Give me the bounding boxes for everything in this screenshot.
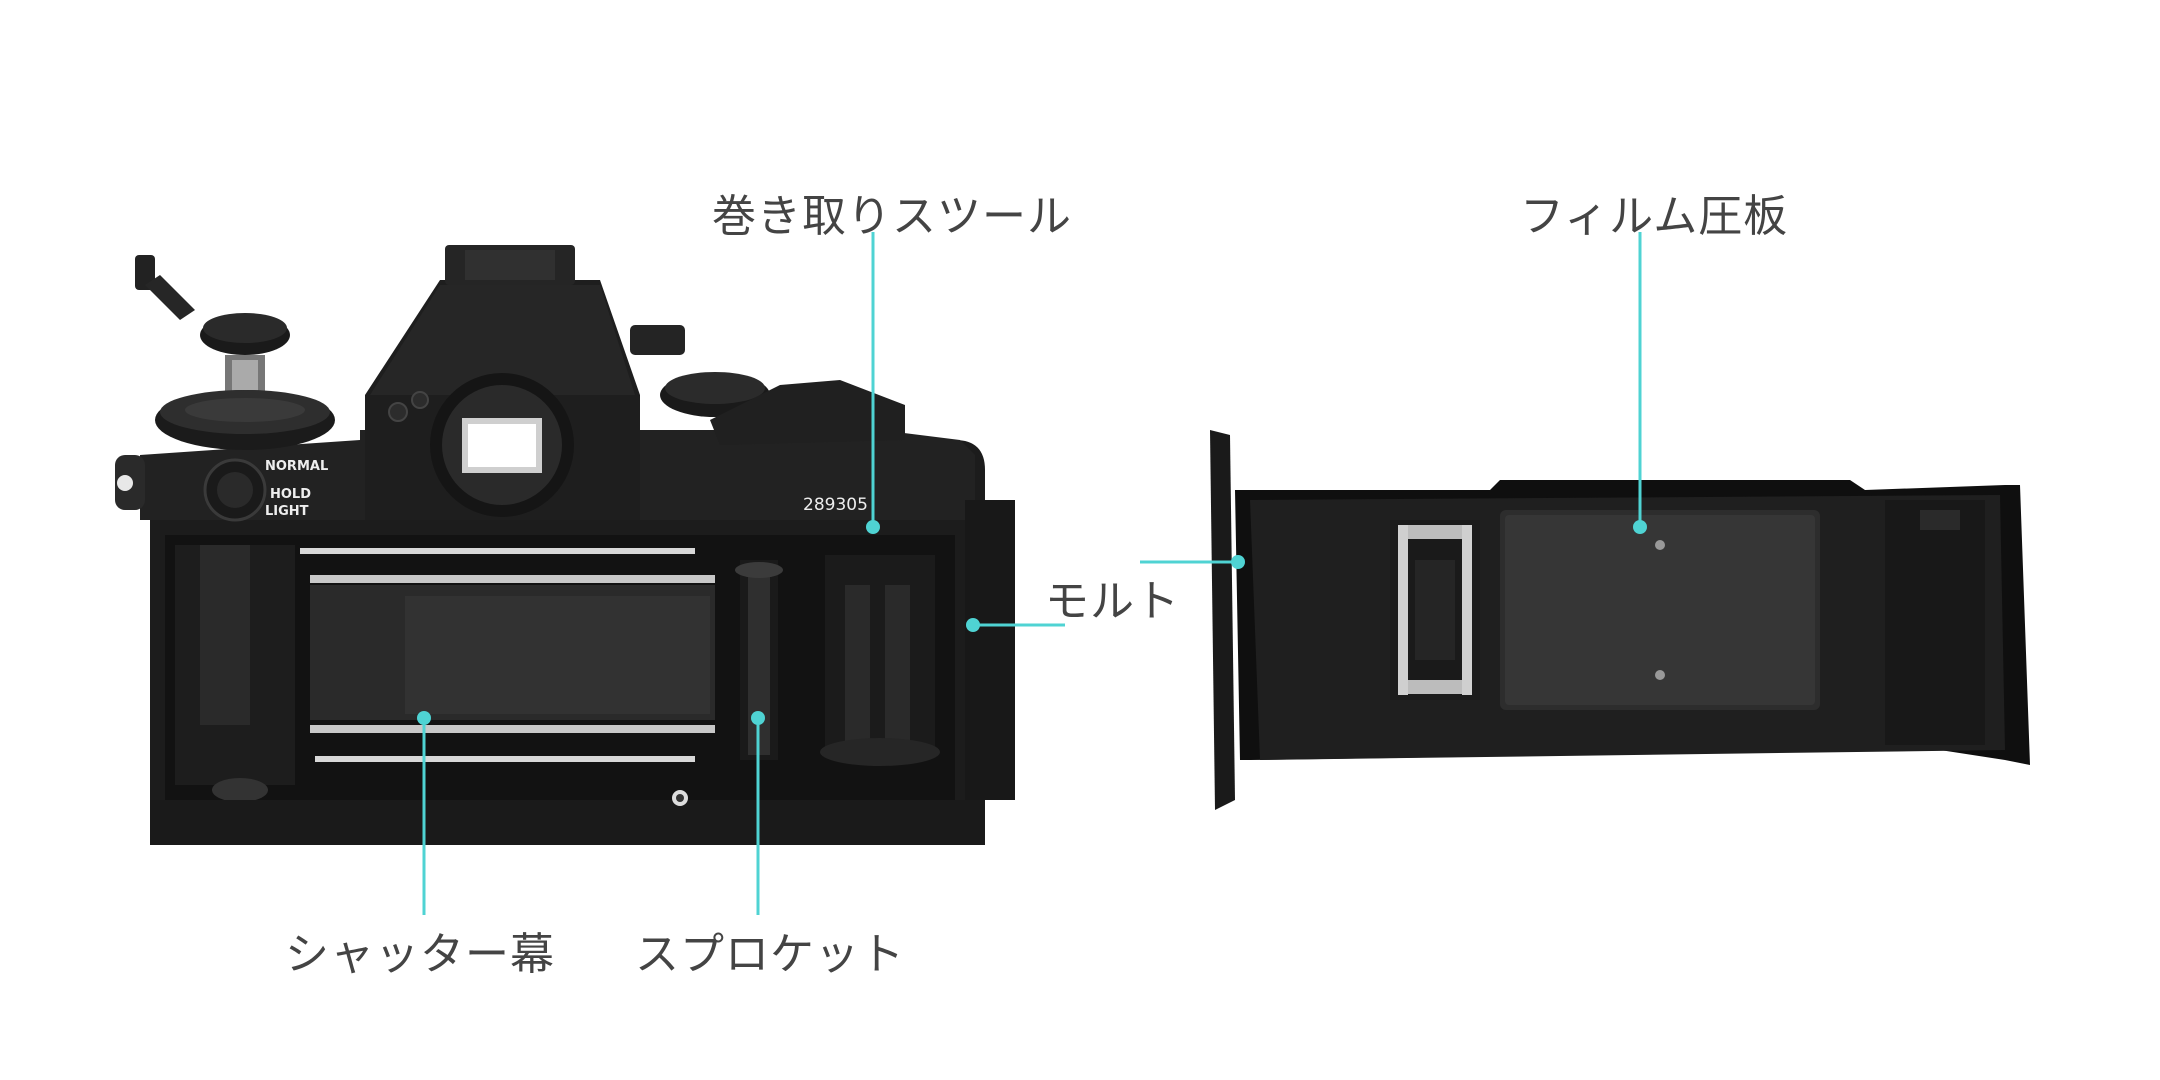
mode-normal-text: NORMAL: [265, 459, 328, 474]
callout-shutter-curtain: [417, 711, 431, 915]
callout-mort-right: [1140, 555, 1245, 569]
takeup-spool: [820, 555, 940, 766]
camera-back-door: [1210, 430, 2030, 810]
film-rail-bottom: [315, 756, 695, 762]
back-latch: [1885, 500, 1985, 745]
label-mort: モルト: [1045, 576, 1180, 627]
label-takeup-spool: 巻き取りスツール: [712, 191, 1072, 242]
rewind-crank: [135, 255, 335, 450]
mode-hold-text: HOLD: [270, 487, 311, 502]
metering-mode-dial[interactable]: [203, 458, 267, 522]
eyepiece: [430, 373, 574, 517]
film-rail-top: [300, 548, 695, 554]
callout-sprocket: [751, 711, 765, 915]
camera-base-plate: [150, 800, 985, 845]
callout-mort-left: [966, 618, 1065, 632]
callout-pressure-plate: [1633, 232, 1647, 534]
back-hinge: [965, 500, 1015, 800]
cassette-spring: [1390, 520, 1480, 700]
label-shutter-curtain: シャッター幕: [285, 929, 555, 980]
label-sprocket: スプロケット: [635, 929, 905, 980]
serial-number: 289305: [803, 495, 868, 515]
mode-light-text: LIGHT: [265, 504, 309, 519]
finder-button[interactable]: [388, 402, 408, 422]
callout-takeup-spool: [866, 232, 880, 534]
camera-body-open-back: NORMAL HOLD LIGHT 289305: [115, 245, 1015, 845]
label-pressure-plate: フィルム圧板: [1520, 191, 1789, 242]
film-advance-lever[interactable]: [630, 325, 905, 445]
